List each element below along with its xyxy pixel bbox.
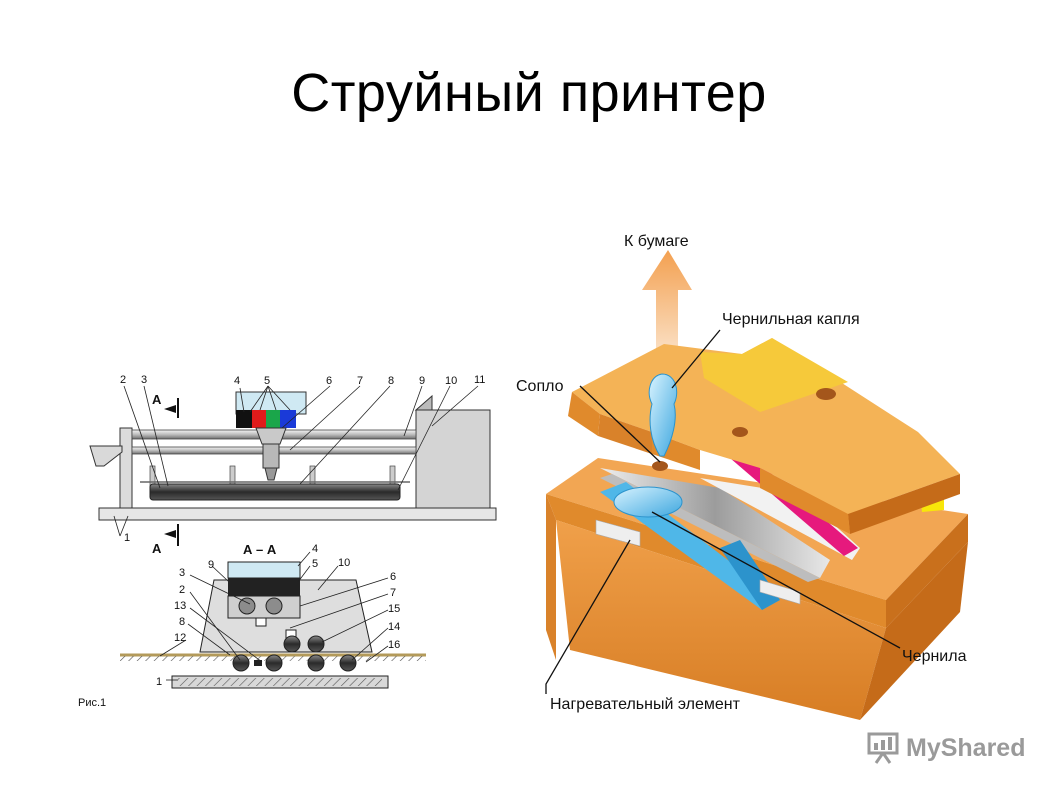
- label-ink-drop: Чернильная капля: [722, 311, 860, 328]
- num-11: 11: [474, 374, 485, 386]
- presentation-icon: [867, 732, 899, 764]
- section-num-7: 7: [390, 587, 396, 599]
- section-num-6: 6: [390, 571, 396, 583]
- cartridge-green: [266, 410, 280, 428]
- watermark: MyShared: [866, 728, 1025, 768]
- num-5: 5: [264, 375, 270, 387]
- section-num-5: 5: [312, 558, 318, 570]
- section-num-9: 9: [208, 559, 214, 571]
- section-title: А – А: [243, 542, 277, 557]
- num-4: 4: [234, 375, 240, 387]
- section-num-4: 4: [312, 543, 318, 555]
- section-num-13: 13: [174, 600, 186, 612]
- label-to-paper: К бумаге: [624, 233, 689, 250]
- inkjet-head-illustration: К бумаге Чернильная капля Сопло Чернила …: [516, 233, 968, 720]
- num-2: 2: [120, 374, 126, 386]
- cartridge-black: [236, 410, 252, 428]
- num-1-top: 1: [124, 532, 130, 544]
- section-num-2: 2: [179, 584, 185, 596]
- arrow-up-icon: [642, 250, 692, 356]
- num-8: 8: [388, 375, 394, 387]
- section-num-14: 14: [388, 621, 400, 633]
- num-6: 6: [326, 375, 332, 387]
- section-num-3: 3: [179, 567, 185, 579]
- section-num-10: 10: [338, 557, 350, 569]
- slide-title: Струйный принтер: [291, 63, 767, 123]
- printer-side-view: 2 3 4 5 6 7 8 9 10 11 1 А А: [89, 374, 497, 556]
- printer-cross-section: А – А: [78, 542, 426, 709]
- section-num-15: 15: [388, 603, 400, 615]
- label-nozzle: Сопло: [516, 378, 564, 395]
- section-mark-bottom: А: [152, 541, 162, 556]
- label-heater: Нагревательный элемент: [550, 696, 741, 713]
- section-num-8: 8: [179, 616, 185, 628]
- label-ink: Чернила: [902, 648, 967, 665]
- section-mark-top: А: [152, 392, 162, 407]
- cartridge-red: [252, 410, 266, 428]
- num-3: 3: [141, 374, 147, 386]
- section-num-1: 1: [156, 676, 162, 688]
- figure-caption: Рис.1: [78, 697, 106, 709]
- section-num-16: 16: [388, 639, 400, 651]
- watermark-text: MyShared: [906, 733, 1026, 762]
- num-7: 7: [357, 375, 363, 387]
- num-9: 9: [419, 375, 425, 387]
- cartridge-blue: [280, 410, 296, 428]
- section-num-12: 12: [174, 632, 186, 644]
- num-10: 10: [445, 375, 457, 387]
